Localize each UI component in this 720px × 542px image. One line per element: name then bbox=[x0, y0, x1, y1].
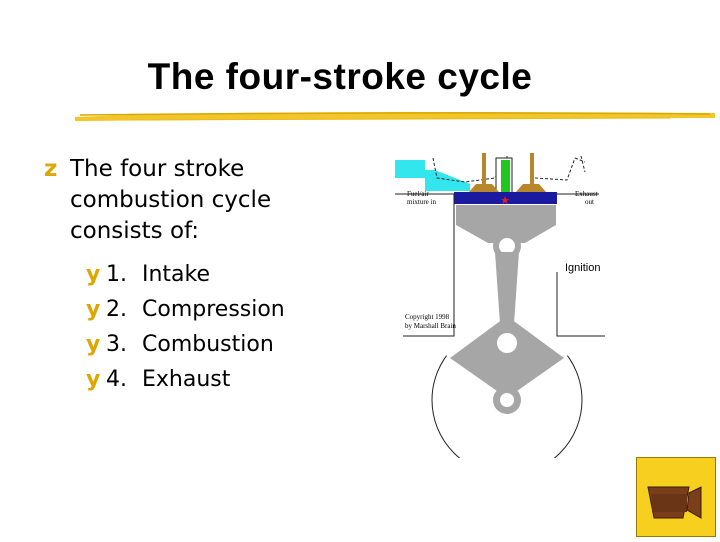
spark-plug bbox=[501, 160, 510, 196]
cylinder-wall-left bbox=[395, 193, 455, 337]
item-label: Compression bbox=[142, 297, 285, 322]
bullet-y-icon: y bbox=[86, 332, 101, 357]
engine-diagram: ★ Fuel/air mixture in Exhaust out Igniti… bbox=[395, 153, 605, 458]
intake-valve bbox=[469, 184, 499, 192]
intake-valve-stem bbox=[482, 153, 486, 185]
combustion-chamber bbox=[454, 192, 557, 204]
ignition-label: Ignition bbox=[565, 262, 600, 274]
exhaust-label-line2: out bbox=[585, 198, 594, 206]
copyright-line2: by Marshall Brain bbox=[405, 322, 456, 330]
exhaust-valve bbox=[516, 184, 546, 192]
bullet-y-icon: y bbox=[86, 297, 101, 322]
crank-web bbox=[450, 316, 564, 398]
title-underline bbox=[75, 112, 715, 121]
item-number: 4. bbox=[106, 367, 127, 392]
bullet-z-icon: z bbox=[44, 156, 58, 182]
bullet-y-icon: y bbox=[86, 367, 101, 392]
exhaust-label-line1: Exhaust bbox=[575, 190, 598, 198]
fuel-label-line1: Fuel/air bbox=[407, 190, 429, 198]
main-bullet-text: The four stroke combustion cycle consist… bbox=[70, 156, 272, 244]
connecting-rod bbox=[495, 252, 519, 338]
copyright-line1: Copyright 1998 bbox=[405, 313, 450, 321]
bullet-y-icon: y bbox=[86, 262, 101, 287]
intake-port bbox=[395, 160, 470, 191]
slide-title: The four-stroke cycle bbox=[147, 56, 533, 97]
main-bullet: z The four stroke combustion cycle consi… bbox=[44, 154, 344, 247]
item-label: Combustion bbox=[142, 332, 274, 357]
piston bbox=[456, 205, 556, 225]
video-button[interactable] bbox=[636, 457, 716, 537]
item-number: 3. bbox=[106, 332, 127, 357]
wrist-pin-hole bbox=[499, 238, 515, 254]
item-number: 2. bbox=[106, 297, 127, 322]
item-number: 1. bbox=[106, 262, 127, 287]
item-label: Exhaust bbox=[142, 367, 231, 392]
cylinder-wall-right-lower bbox=[556, 272, 605, 337]
exhaust-valve-stem bbox=[530, 153, 534, 185]
video-camera-icon bbox=[647, 486, 702, 519]
spark-icon: ★ bbox=[500, 194, 510, 207]
crankshaft-hole bbox=[500, 393, 514, 407]
item-label: Intake bbox=[142, 262, 211, 287]
crank-pin bbox=[497, 333, 517, 353]
fuel-label-line2: mixture in bbox=[407, 198, 436, 206]
